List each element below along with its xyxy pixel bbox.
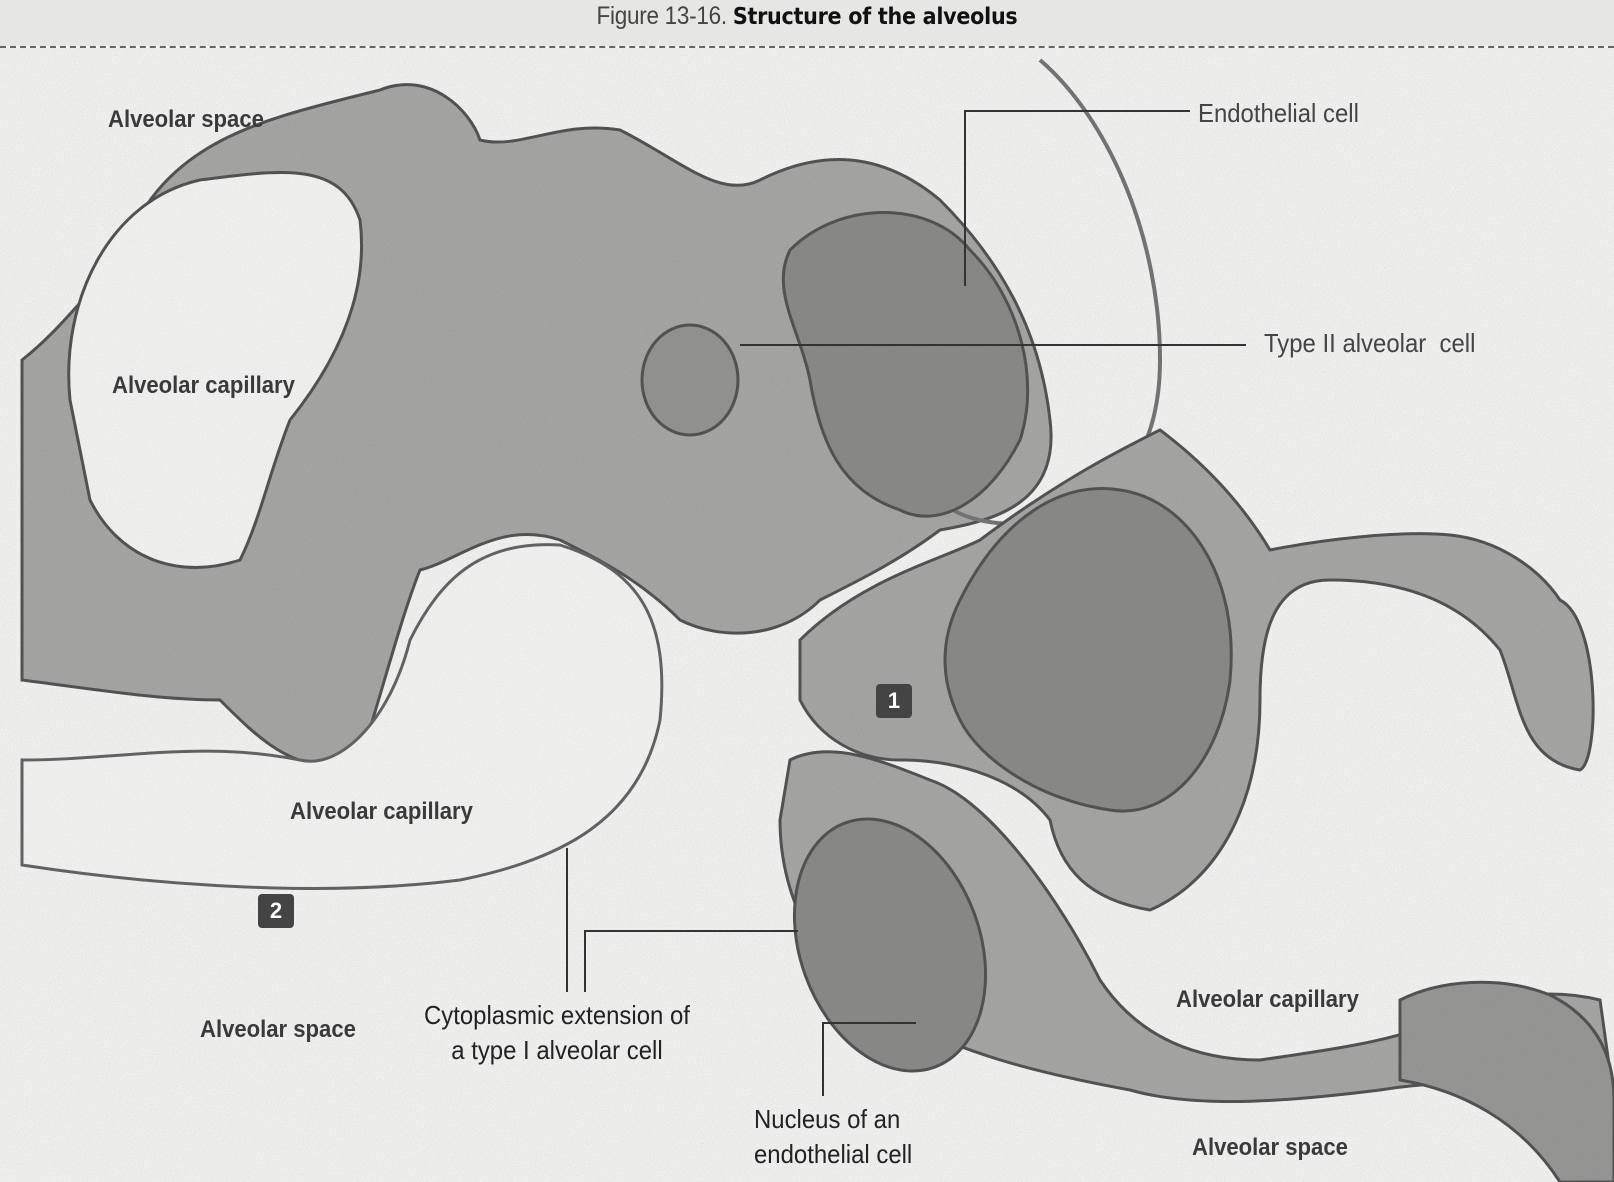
label-alveolar-capillary-center: Alveolar capillary	[290, 798, 473, 825]
leader-endothelial-v	[964, 110, 966, 286]
label-alveolar-space-bottom-left: Alveolar space	[200, 1016, 356, 1043]
label-alveolar-capillary-left: Alveolar capillary	[112, 372, 295, 399]
figure-title-text: Structure of the alveolus	[732, 4, 1018, 30]
marker-1: 1	[876, 684, 912, 718]
label-cyto-line1: Cytoplasmic extension of	[424, 1000, 690, 1030]
label-type2-cell: Type II alveolar cell	[1264, 328, 1476, 358]
figure-number: Figure 13-16.	[596, 2, 728, 30]
figure-title: Figure 13-16. Structure of the alveolus	[81, 2, 1534, 31]
nucleus-right	[943, 487, 1233, 813]
capillary-center-lumen	[20, 543, 664, 890]
label-alveolar-capillary-right: Alveolar capillary	[1176, 986, 1359, 1013]
label-nucleus-endothelial: Nucleus of an endothelial cell	[754, 1104, 912, 1170]
micrograph	[20, 58, 1614, 1182]
label-nucleus-line1: Nucleus of an	[754, 1104, 901, 1134]
label-cyto-line2: a type I alveolar cell	[451, 1035, 663, 1065]
nucleus-type2	[640, 323, 740, 437]
capillary-left-lumen	[67, 170, 364, 569]
label-nucleus-line2: endothelial cell	[754, 1139, 913, 1169]
leader-endothelial-h	[964, 110, 1190, 112]
marker-2: 2	[258, 894, 294, 928]
leader-nucleus-v	[822, 1022, 824, 1096]
leader-cyto-1	[566, 848, 568, 992]
leader-cyto-2h	[584, 930, 798, 932]
figure-header	[0, 0, 1614, 46]
dashed-divider	[0, 46, 1614, 48]
label-cyto-extension: Cytoplasmic extension of a type I alveol…	[424, 1000, 690, 1066]
label-endothelial-cell: Endothelial cell	[1198, 98, 1359, 128]
leader-type2	[740, 344, 1246, 346]
nucleus-top	[781, 211, 1030, 518]
leader-nucleus-h	[822, 1022, 916, 1024]
tissue-bottom-right	[1398, 980, 1614, 1182]
label-alveolar-space-top-left: Alveolar space	[108, 106, 264, 133]
leader-cyto-2v	[584, 930, 586, 992]
label-alveolar-space-bottom-right: Alveolar space	[1192, 1134, 1348, 1161]
nucleus-lower	[792, 817, 988, 1073]
